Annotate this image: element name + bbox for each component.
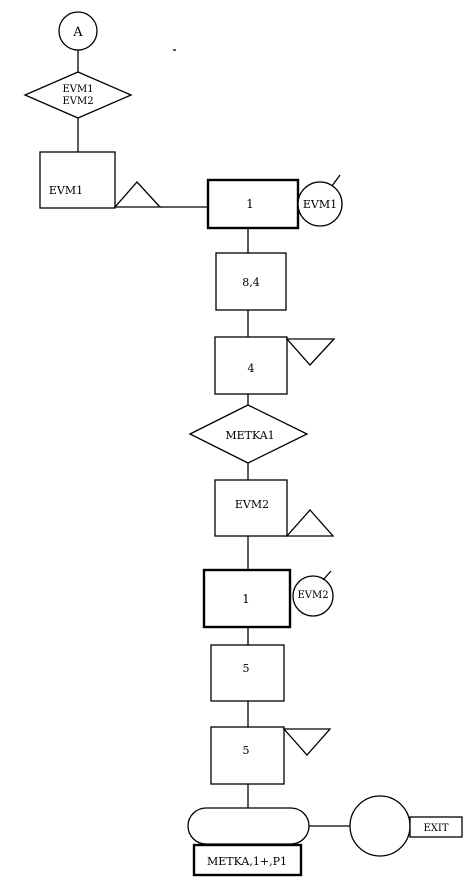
block-1-top: 1 EVM1 [206, 174, 343, 230]
block-8-4-label: 8,4 [242, 276, 260, 289]
connector-circle-a: A [58, 11, 98, 51]
exit-connector: EXIT [349, 795, 463, 857]
triangle-marker [285, 338, 336, 366]
connector-lines [77, 50, 350, 827]
terminal-oval [187, 807, 310, 845]
block-8-4: 8,4 [215, 252, 287, 311]
exit-label: EXIT [423, 823, 448, 834]
block-evm2-label: EVM2 [235, 498, 269, 511]
block-1-top-label: 1 [246, 197, 254, 211]
terminal-label: METKA,1+,P1 [207, 855, 287, 868]
connector-a-label: A [72, 25, 83, 40]
block-4-label: 4 [248, 362, 255, 375]
block-5-second: 5 [210, 726, 332, 785]
block-5-second-label: 5 [243, 744, 250, 757]
circle-evm1-tick [331, 174, 341, 187]
block-5-first: 5 [210, 644, 285, 702]
circle-evm2 [292, 575, 334, 617]
circle-evm2-label: EVM2 [297, 590, 328, 601]
exit-label-box [409, 816, 463, 838]
decision-evm1-evm2: EVM1 EVM2 [23, 71, 133, 119]
circle-evm1-label: EVM1 [303, 198, 337, 211]
decision-metka1: METKA1 [188, 404, 309, 464]
exit-circle [349, 795, 411, 857]
block-1-bottom: 1 EVM2 [202, 568, 334, 629]
decision-line2: EVM2 [62, 96, 93, 107]
block-1-bottom-label: 1 [242, 592, 250, 606]
triangle-marker [113, 181, 162, 208]
block-4: 4 [214, 336, 336, 395]
decision-line1: EVM1 [62, 84, 93, 95]
decision-metka1-label: METKA1 [225, 429, 274, 442]
block-evm1-seize: EVM1 [39, 151, 162, 209]
triangle-marker [282, 728, 332, 756]
triangle-marker [285, 509, 335, 537]
block-evm1-label: EVM1 [49, 184, 83, 197]
block-5-first-label: 5 [243, 662, 250, 675]
terminal-label-box [192, 843, 303, 877]
circle-evm2-tick [322, 570, 332, 581]
circle-evm1 [297, 181, 343, 227]
terminal: METKA,1+,P1 [187, 807, 310, 877]
block-evm2: EVM2 [214, 479, 335, 537]
